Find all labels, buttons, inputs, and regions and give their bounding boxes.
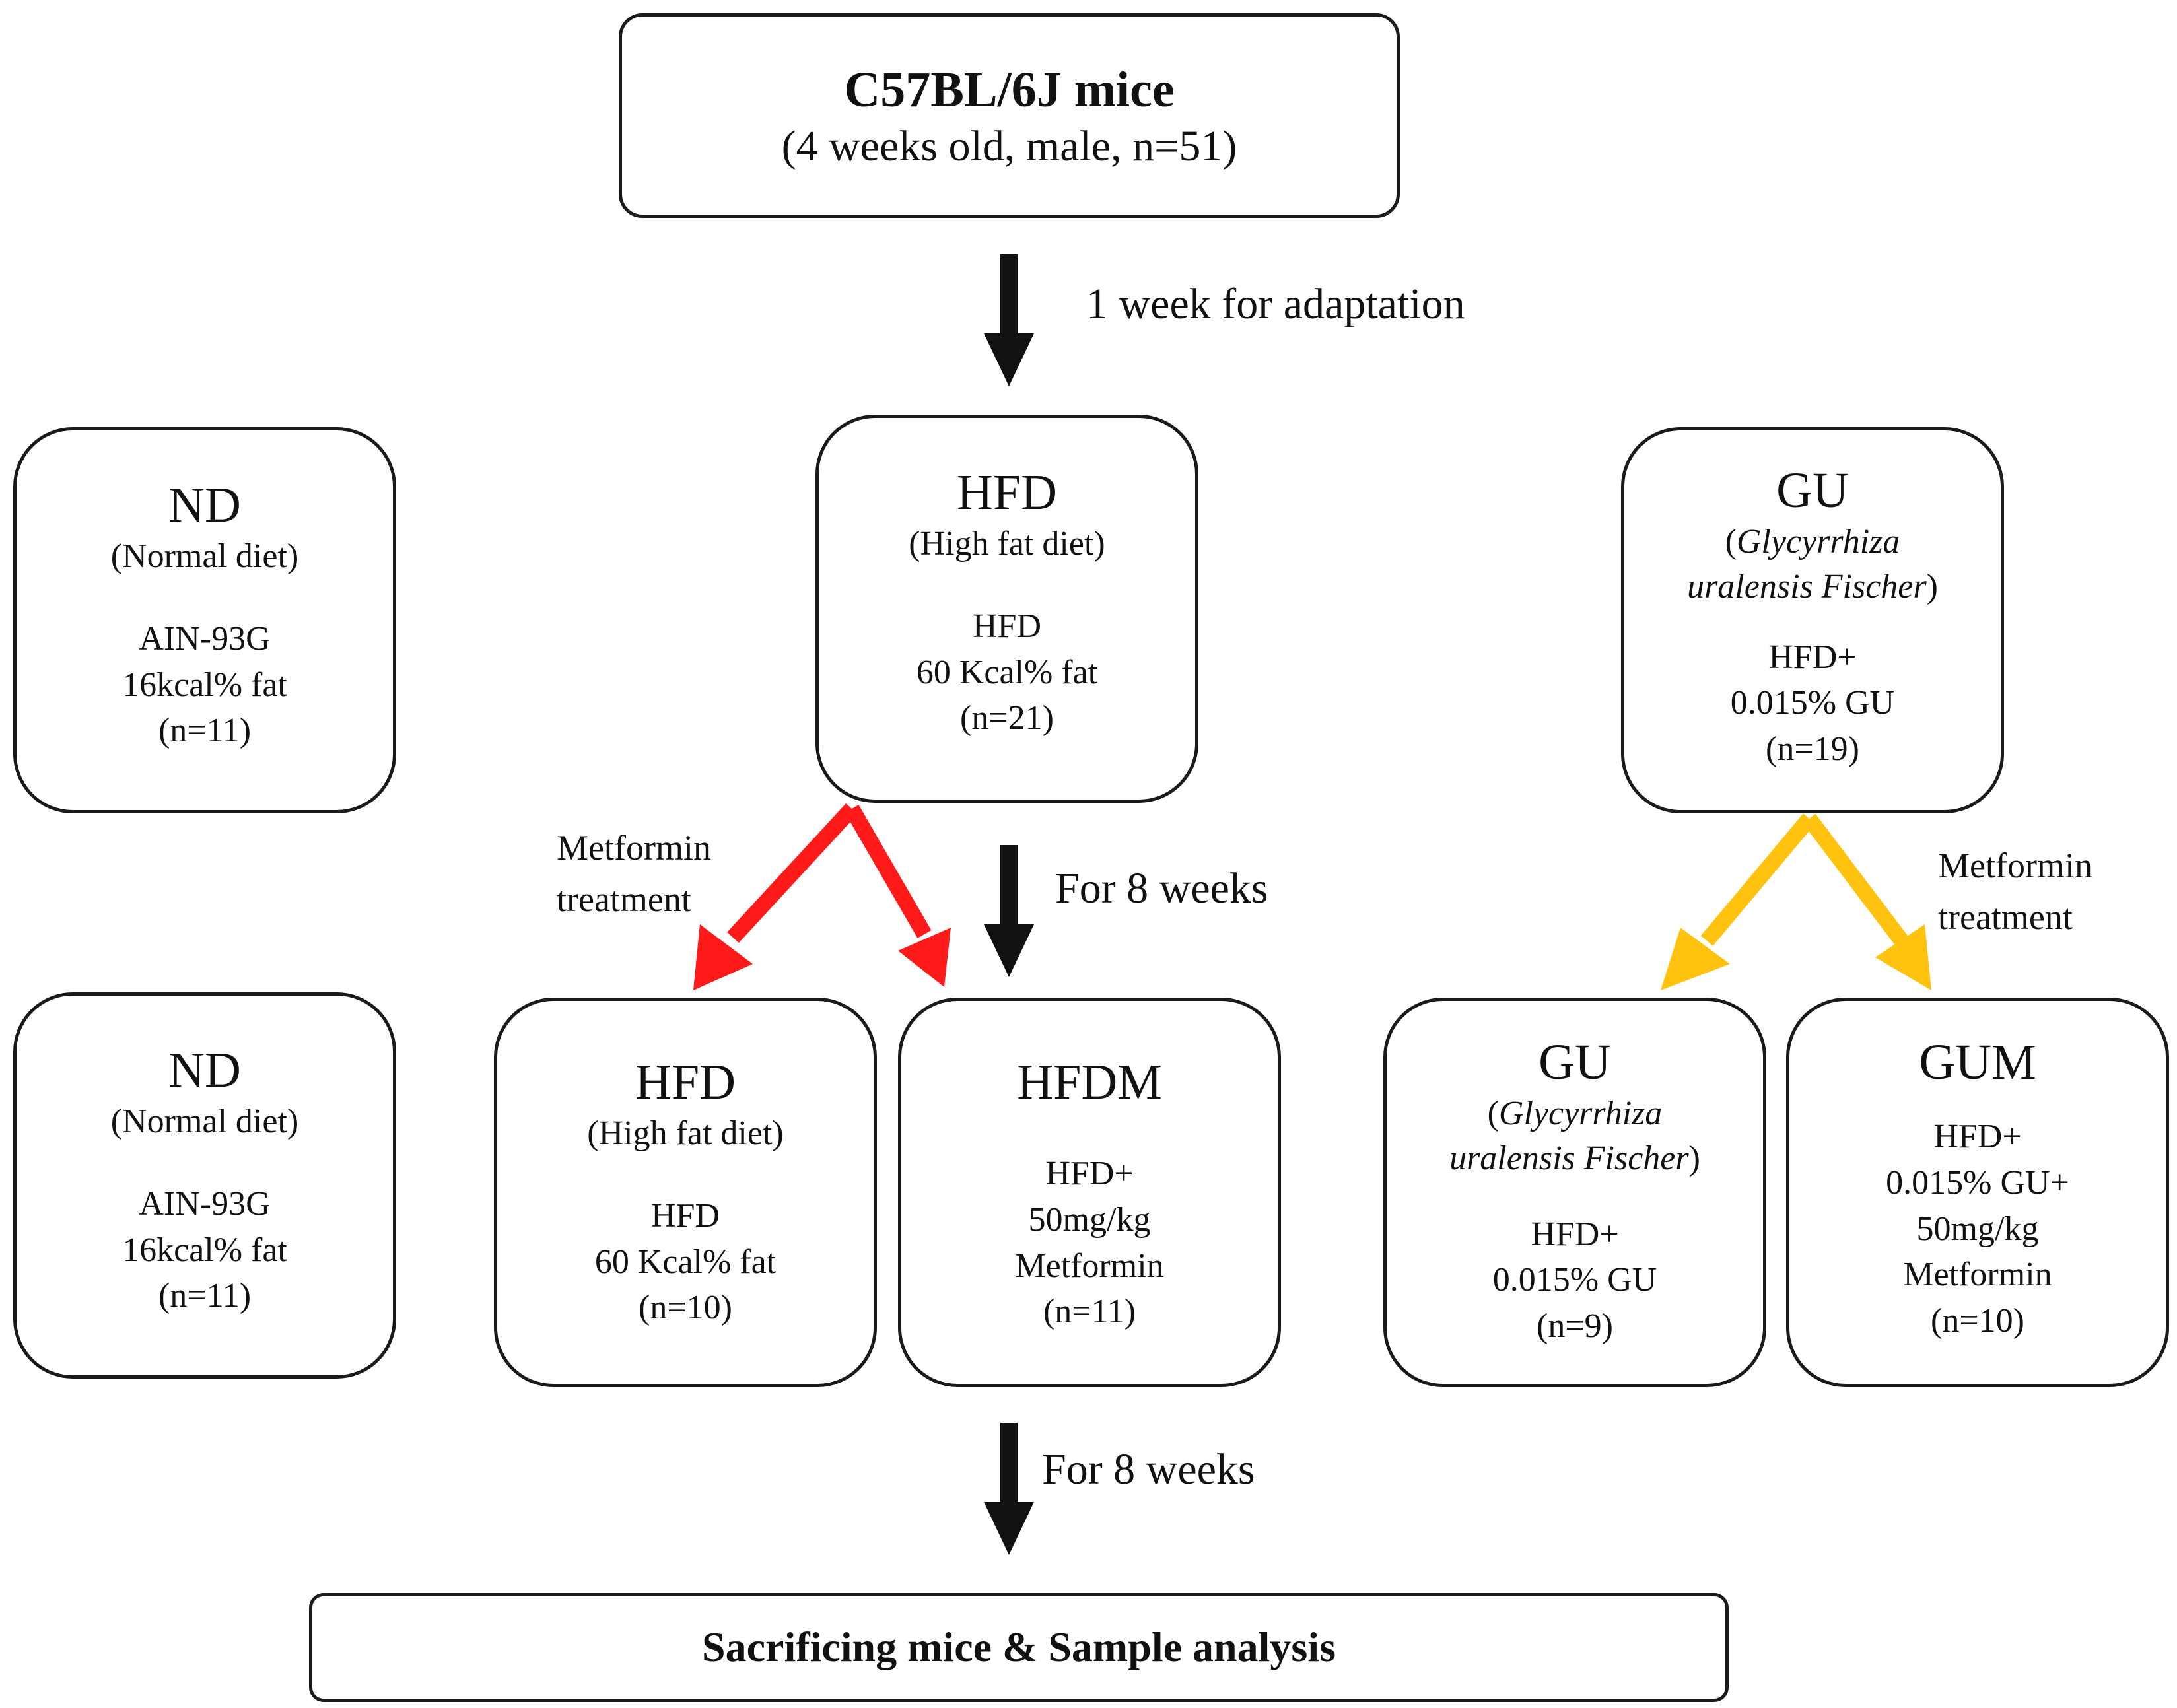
diet-line-2: 60 Kcal% fat — [916, 653, 1098, 691]
diet-line-2: 0.015% GU — [1730, 684, 1895, 722]
group-desc: (Glycyrrhiza — [1725, 523, 1900, 561]
group-name: GU — [1776, 463, 1849, 518]
phase2-hfd-box: HFD (High fat diet) HFD 60 Kcal% fat (n=… — [494, 998, 877, 1387]
diet-line-1: AIN-93G — [139, 1184, 271, 1223]
group-desc: (High fat diet) — [587, 1114, 784, 1153]
mice-strain-title: C57BL/6J mice — [844, 62, 1175, 118]
final-analysis-box: Sacrificing mice & Sample analysis — [309, 1593, 1729, 1702]
mice-source-box: C57BL/6J mice (4 weeks old, male, n=51) — [619, 13, 1400, 218]
phase2-gum-box: GUM HFD+ 0.015% GU+ 50mg/kg Metformin (n… — [1786, 998, 2169, 1387]
group-name: GU — [1538, 1035, 1611, 1090]
diet-line-2: 60 Kcal% fat — [594, 1243, 777, 1281]
diet-line-1: AIN-93G — [139, 619, 271, 658]
diet-line-3: Metformin — [1015, 1247, 1164, 1285]
mice-info: (4 weeks old, male, n=51) — [781, 121, 1237, 170]
phase1-hfd-box: HFD (High fat diet) HFD 60 Kcal% fat (n=… — [815, 415, 1198, 803]
diet-line-3: 50mg/kg — [1916, 1210, 2039, 1248]
group-count: (n=19) — [1766, 730, 1859, 768]
group-count: (n=11) — [1043, 1293, 1136, 1331]
diet-line-4: Metformin — [1903, 1256, 2052, 1294]
phase1-nd-box: ND (Normal diet) AIN-93G 16kcal% fat (n=… — [13, 427, 396, 813]
weeks-label-1: For 8 weeks — [1055, 864, 1268, 912]
group-desc: (Normal diet) — [110, 537, 299, 576]
diet-line-2: 16kcal% fat — [122, 666, 287, 704]
group-count: (n=10) — [639, 1289, 732, 1327]
final-analysis-label: Sacrificing mice & Sample analysis — [702, 1623, 1336, 1670]
phase1-gu-box: GU (Glycyrrhiza uralensis Fischer) HFD+ … — [1621, 427, 2004, 813]
group-desc: (Normal diet) — [110, 1103, 299, 1141]
diet-line-1: HFD — [650, 1196, 720, 1235]
phase2-hfdm-box: HFDM HFD+ 50mg/kg Metformin (n=11) — [898, 998, 1281, 1387]
metformin-right-label: Metformin treatment — [1938, 846, 2092, 938]
metformin-red-arrows — [693, 803, 951, 990]
group-name: HFD — [635, 1054, 736, 1110]
group-desc: (Glycyrrhiza — [1487, 1095, 1663, 1133]
metformin-yellow-arrows — [1661, 813, 1931, 990]
diet-line-2: 0.015% GU+ — [1886, 1164, 2069, 1202]
diet-line-2: 16kcal% fat — [122, 1231, 287, 1269]
diet-line-2: 0.015% GU — [1492, 1261, 1657, 1299]
group-name: ND — [168, 1042, 241, 1098]
adaptation-label: 1 week for adaptation — [1086, 280, 1465, 328]
group-count: (n=21) — [960, 699, 1054, 737]
weeks-label-2: For 8 weeks — [1042, 1445, 1255, 1493]
weeks-arrow-2 — [984, 1423, 1034, 1555]
metformin-left-label: Metformin treatment — [557, 828, 711, 920]
group-name: ND — [168, 477, 241, 533]
group-count: (n=9) — [1537, 1307, 1613, 1345]
phase2-nd-box: ND (Normal diet) AIN-93G 16kcal% fat (n=… — [13, 992, 396, 1379]
diet-line-1: HFD+ — [1045, 1155, 1134, 1193]
diet-line-1: HFD+ — [1768, 638, 1857, 676]
group-count: (n=11) — [158, 712, 252, 750]
group-count: (n=11) — [158, 1277, 252, 1315]
weeks-arrow-1 — [984, 845, 1034, 977]
group-desc-cont: uralensis Fischer) — [1449, 1139, 1700, 1177]
diet-line-2: 50mg/kg — [1028, 1201, 1151, 1239]
diet-line-1: HFD — [972, 607, 1042, 645]
diet-line-1: HFD+ — [1933, 1118, 2022, 1156]
group-name: HFDM — [1017, 1054, 1162, 1110]
group-name: GUM — [1919, 1035, 2036, 1090]
adaptation-arrow — [984, 254, 1034, 386]
group-count: (n=10) — [1931, 1302, 2024, 1340]
group-desc-cont: uralensis Fischer) — [1687, 567, 1938, 605]
diet-line-1: HFD+ — [1531, 1215, 1619, 1253]
group-desc: (High fat diet) — [909, 525, 1105, 563]
phase2-gu-box: GU (Glycyrrhiza uralensis Fischer) HFD+ … — [1383, 998, 1766, 1387]
group-name: HFD — [956, 465, 1058, 520]
